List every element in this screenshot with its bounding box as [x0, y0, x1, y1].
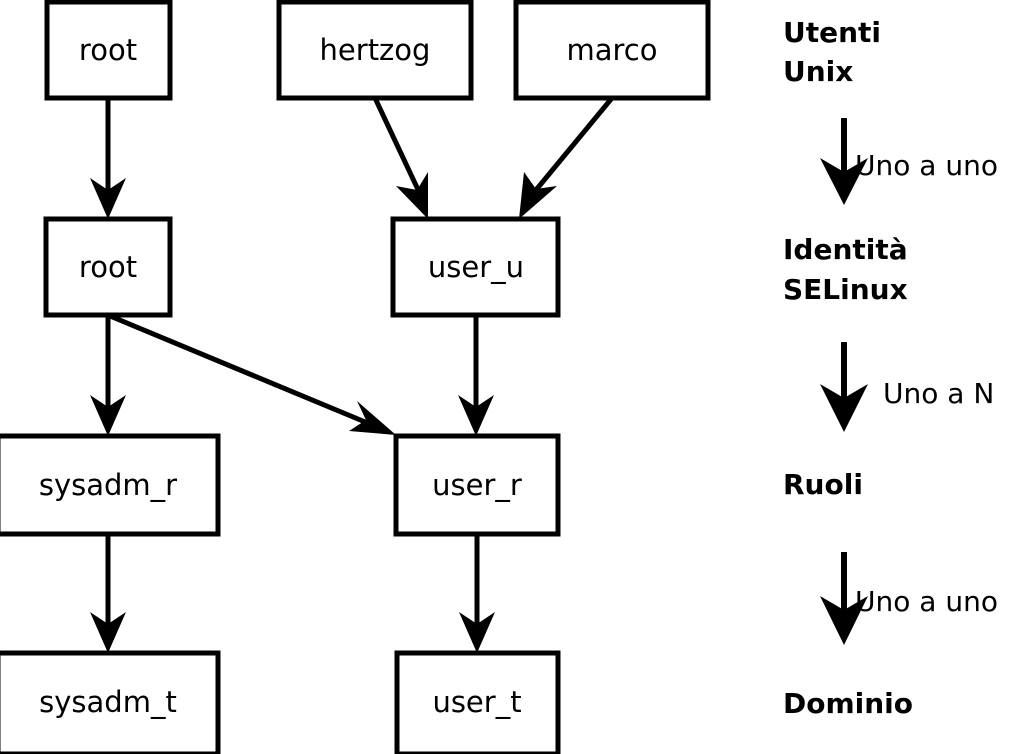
legend-relation-label: Uno a uno	[855, 585, 998, 618]
edge-hertzog-to-user-u	[372, 96, 428, 219]
edge-se-root-to-sysadm-r	[90, 315, 126, 436]
node-unix-root[interactable]: root	[44, 0, 173, 101]
node-label: user_u	[428, 250, 524, 284]
node-label: root	[79, 250, 137, 284]
edge-sysadm-r-to-sysadm-t	[90, 534, 126, 653]
legend-stage-identita-selinux: Identità SELinux	[783, 233, 908, 306]
node-selinux-user-u[interactable]: user_u	[390, 216, 561, 318]
legend-stage-line: SELinux	[783, 273, 908, 306]
legend-stage-line: Identità	[783, 233, 908, 266]
legend-arrow-uno-a-uno-2: Uno a uno	[820, 552, 998, 645]
node-label: root	[79, 33, 137, 67]
legend-relation-label: Uno a N	[883, 377, 994, 410]
legend-stage-line: Dominio	[783, 687, 913, 720]
edge-marco-to-user-u	[519, 96, 614, 219]
node-domain-user-t[interactable]: user_t	[394, 650, 561, 754]
legend-stage-line: Unix	[783, 55, 853, 88]
node-label: user_t	[432, 685, 521, 719]
legend-stage-line: Ruoli	[783, 468, 863, 501]
legend-stage-line: Utenti	[783, 16, 881, 49]
legend-arrow-uno-a-n: Uno a N	[820, 342, 994, 432]
legend-relation-label: Uno a uno	[855, 149, 998, 182]
edge-se-root-to-user-r	[109, 313, 396, 435]
legend-stage-dominio: Dominio	[783, 687, 913, 720]
edge-user-r-to-user-t	[459, 534, 495, 653]
legend-arrow-uno-a-uno-1: Uno a uno	[820, 118, 998, 205]
node-label: sysadm_r	[39, 468, 177, 502]
node-role-sysadm-r[interactable]: sysadm_r	[0, 433, 221, 537]
node-label: hertzog	[320, 33, 431, 67]
node-unix-marco[interactable]: marco	[513, 0, 711, 101]
legend-stage-ruoli: Ruoli	[783, 468, 863, 501]
edge-user-u-to-user-r	[458, 315, 494, 436]
node-role-user-r[interactable]: user_r	[393, 433, 561, 537]
legend-stage-utenti-unix: Utenti Unix	[783, 16, 881, 88]
edge-unix-root-to-se-root	[90, 98, 126, 219]
node-label: sysadm_t	[39, 685, 177, 719]
node-label: marco	[567, 33, 658, 67]
node-label: user_r	[432, 468, 522, 502]
node-selinux-root[interactable]: root	[43, 216, 173, 318]
node-unix-hertzog[interactable]: hertzog	[276, 0, 474, 101]
node-domain-sysadm-t[interactable]: sysadm_t	[0, 650, 221, 754]
